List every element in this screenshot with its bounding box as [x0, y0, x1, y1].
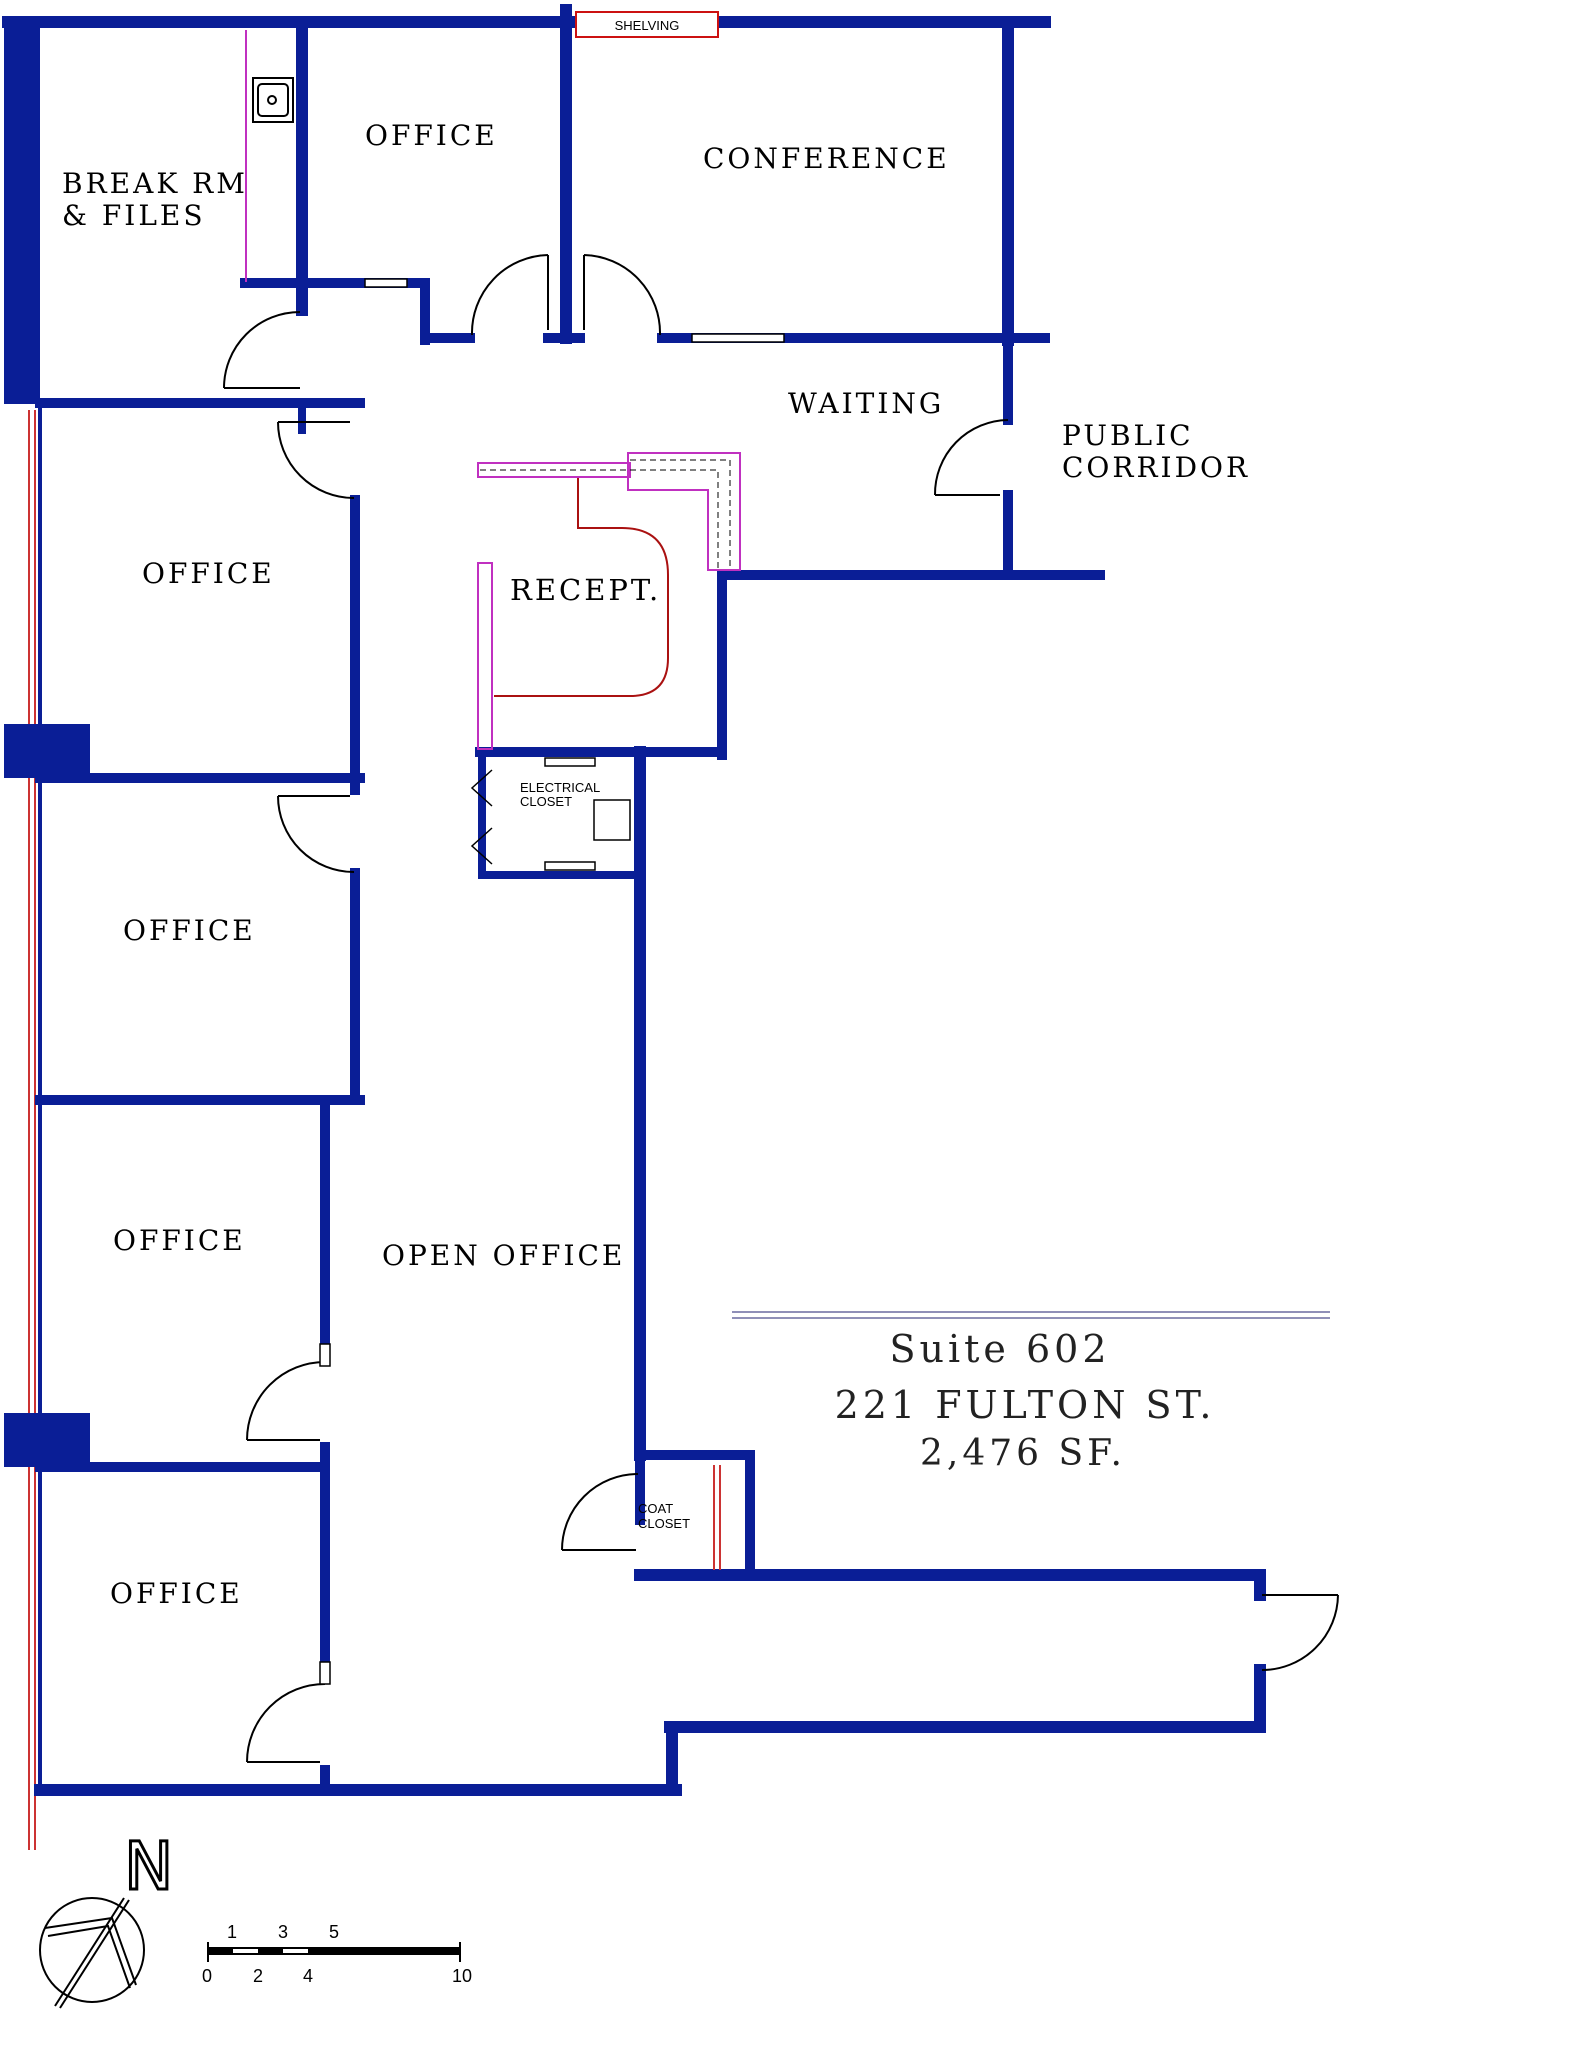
reception-desk [494, 478, 669, 697]
scale-tick-5: 5 [329, 1922, 339, 1942]
column [4, 724, 90, 778]
room-label-office-2: OFFICE [123, 914, 256, 947]
room-label-electrical-closet-2: CLOSET [520, 794, 572, 809]
scale-tick-3: 3 [278, 1922, 288, 1942]
room-label-office-4: OFFICE [110, 1577, 243, 1610]
room-label-public-corridor-2: CORRIDOR [1062, 451, 1250, 484]
title-rule [732, 1311, 1330, 1319]
shelving [575, 11, 719, 38]
suite-area: 2,476 SF. [920, 1433, 1126, 1474]
north-letter: N [124, 1828, 173, 1905]
scale-tick-4: 4 [303, 1966, 313, 1986]
room-label-office-top: OFFICE [365, 119, 498, 152]
scale-tick-10: 10 [452, 1966, 472, 1986]
suite-address: 221 FULTON ST. [835, 1383, 1216, 1427]
room-label-break-room: BREAK RM [62, 167, 248, 200]
sink-icon [252, 77, 294, 123]
casework-dashed [480, 459, 731, 568]
scale-bar [207, 1942, 461, 1962]
door-frames [319, 278, 785, 1685]
room-label-electrical-closet: ELECTRICAL [520, 780, 600, 795]
room-label-break-room-2: & FILES [62, 199, 206, 232]
room-label-waiting: WAITING [788, 387, 944, 420]
casework [245, 30, 741, 750]
room-label-public-corridor: PUBLIC [1062, 419, 1194, 452]
window-line [28, 410, 36, 1850]
compass-icon [39, 1897, 145, 2009]
room-label-open-office: OPEN OFFICE [382, 1239, 625, 1272]
walls [2, 4, 1266, 1796]
room-label-office-3: OFFICE [113, 1224, 246, 1257]
room-label-office-1: OFFICE [142, 557, 275, 590]
doors [223, 254, 1339, 1763]
scale-tick-1: 1 [227, 1922, 237, 1942]
column [4, 1413, 90, 1467]
room-label-reception: RECEPT. [510, 573, 661, 607]
room-label-coat-closet-2: CLOSET [638, 1516, 690, 1531]
scale-tick-0: 0 [202, 1966, 212, 1986]
scale-tick-2: 2 [253, 1966, 263, 1986]
suite-name: Suite 602 [889, 1327, 1110, 1371]
shelving-label: SHELVING [615, 18, 680, 33]
coat-rod [713, 1465, 721, 1570]
room-label-conference: CONFERENCE [703, 142, 950, 175]
room-label-coat-closet: COAT [638, 1501, 673, 1516]
electrical-closet-details [470, 757, 631, 871]
